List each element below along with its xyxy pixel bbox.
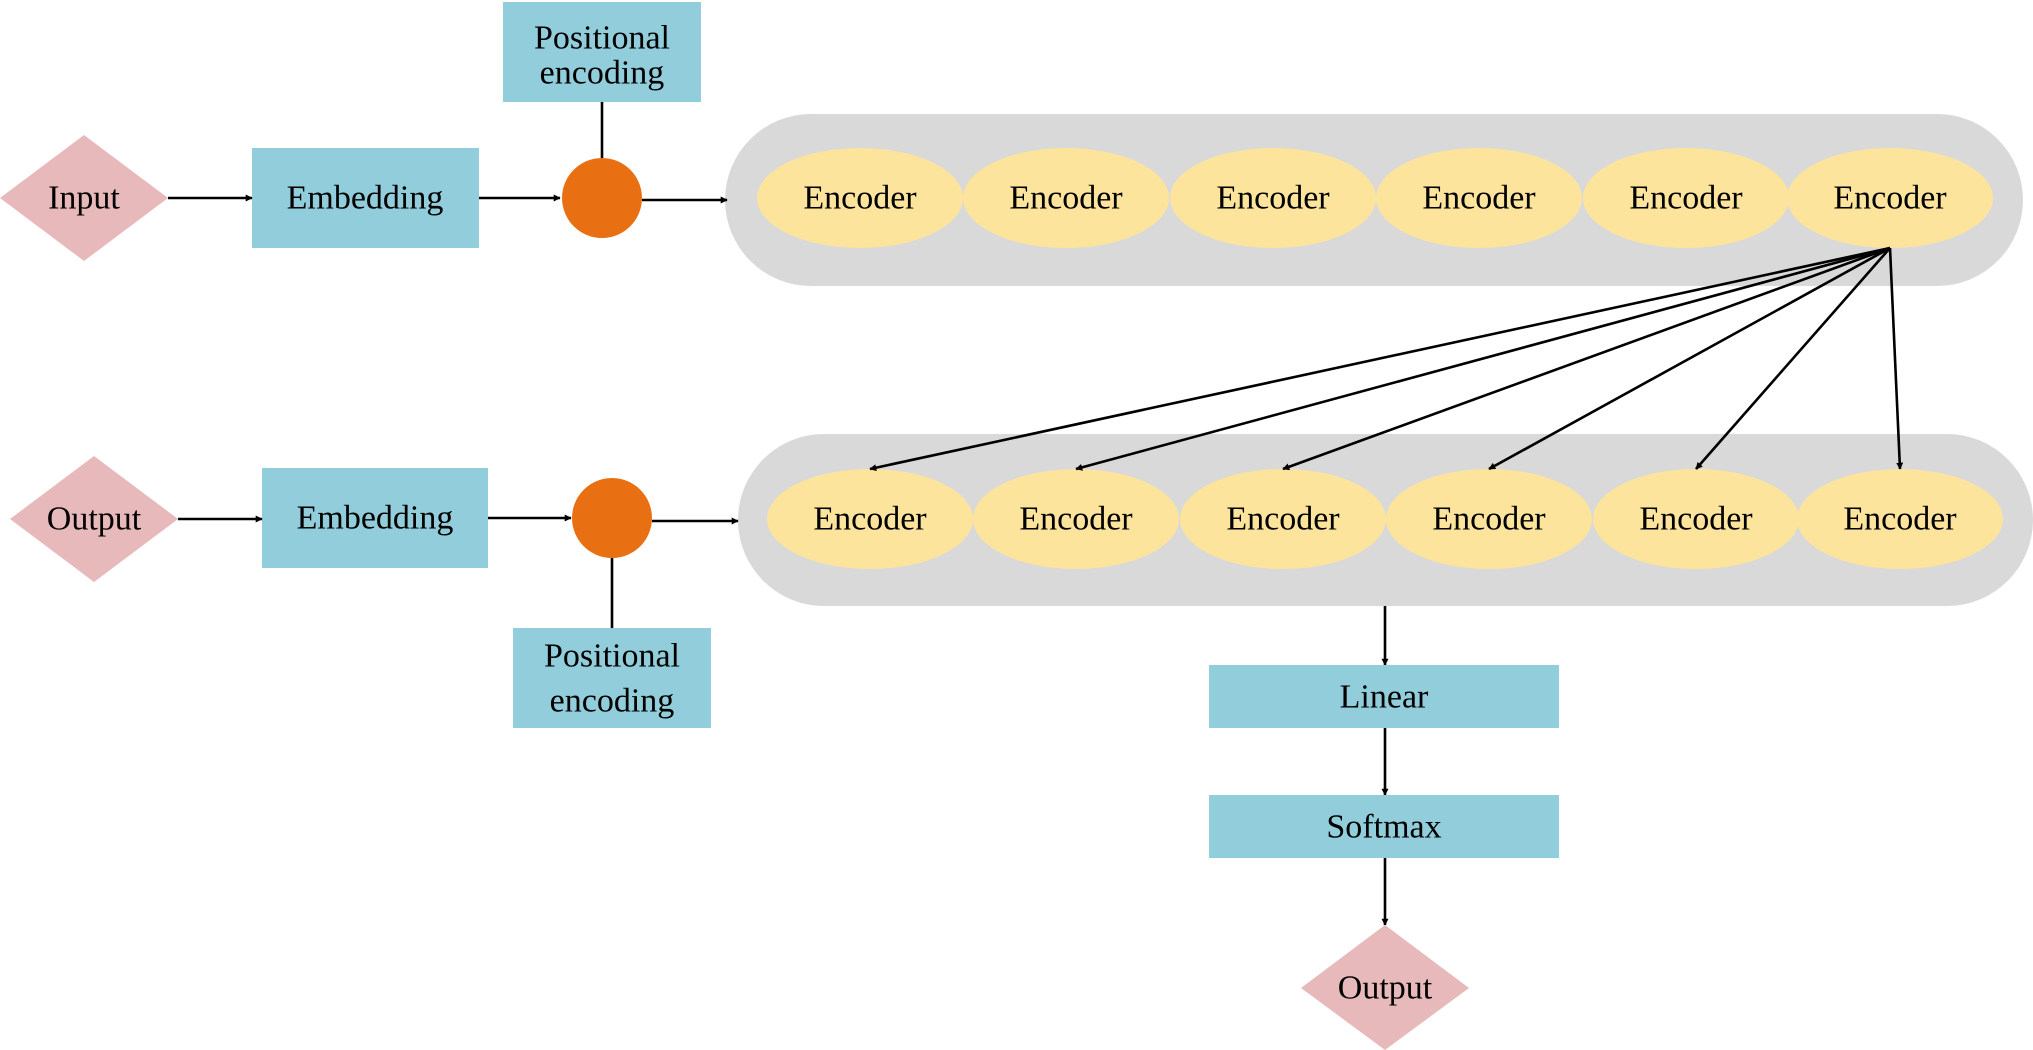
top-encoder-6: Encoder (1787, 148, 1993, 248)
output-head: Linear Softmax Output (1209, 606, 1559, 1050)
arrow-cross-to-encoder-5 (1695, 247, 1891, 470)
arrow-cross-to-encoder-6 (1888, 247, 1904, 470)
final-output-diamond: Output (1301, 925, 1469, 1050)
bottom-encoder-1: Encoder (767, 469, 973, 569)
top-sum-circle (562, 158, 642, 238)
bottom-sum-circle (572, 478, 652, 558)
top-encoder-6-label: Encoder (1833, 180, 1947, 217)
top-positional-encoding-box: Positional encoding (503, 2, 701, 102)
bottom-encoder-2: Encoder (973, 469, 1179, 569)
bottom-encoder-2-label: Encoder (1019, 501, 1133, 538)
bottom-encoder-4-label: Encoder (1432, 501, 1546, 538)
softmax-label: Softmax (1326, 809, 1441, 846)
linear-label: Linear (1340, 679, 1429, 716)
top-encoder-1: Encoder (757, 148, 963, 248)
top-encoder-5: Encoder (1583, 148, 1789, 248)
bottom-positional-encoding-line2: encoding (550, 683, 675, 720)
top-encoder-2: Encoder (963, 148, 1169, 248)
top-encoder-3-label: Encoder (1216, 180, 1330, 217)
bottom-encoder-3: Encoder (1180, 469, 1386, 569)
bottom-encoder-4: Encoder (1386, 469, 1592, 569)
top-encoder-4: Encoder (1376, 148, 1582, 248)
bottom-embedding-box: Embedding (262, 468, 488, 568)
top-input-diamond: Input (0, 135, 168, 261)
bottom-encoder-5-label: Encoder (1639, 501, 1753, 538)
bottom-encoder-5: Encoder (1593, 469, 1799, 569)
top-row: Encoder Encoder Encoder Encoder Encoder … (0, 2, 2023, 286)
bottom-embedding-label: Embedding (297, 500, 454, 537)
top-encoder-3: Encoder (1170, 148, 1376, 248)
arrow-cross-to-encoder-2 (1075, 246, 1891, 471)
top-encoder-4-label: Encoder (1422, 180, 1536, 217)
bottom-row: Encoder Encoder Encoder Encoder Encoder … (10, 434, 2033, 728)
bottom-encoder-1-label: Encoder (813, 501, 927, 538)
arrow-cross-to-encoder-3 (1282, 246, 1891, 471)
arrow-cross-to-encoder-1 (869, 246, 1891, 472)
bottom-encoder-6-label: Encoder (1843, 501, 1957, 538)
final-output-label: Output (1338, 970, 1433, 1007)
top-encoder-2-label: Encoder (1009, 180, 1123, 217)
top-encoder-1-label: Encoder (803, 180, 917, 217)
cross-connections (869, 246, 1904, 472)
bottom-encoder-3-label: Encoder (1226, 501, 1340, 538)
linear-box: Linear (1209, 665, 1559, 728)
bottom-output-diamond: Output (10, 456, 178, 582)
softmax-box: Softmax (1209, 795, 1559, 858)
top-embedding-box: Embedding (252, 148, 479, 248)
arrow-cross-to-encoder-4 (1488, 246, 1891, 471)
top-positional-encoding-line1: Positional (534, 20, 670, 57)
top-input-label: Input (48, 180, 120, 217)
bottom-positional-encoding-box: Positional encoding (513, 628, 711, 728)
top-embedding-label: Embedding (287, 180, 444, 217)
bottom-output-label: Output (47, 501, 142, 538)
bottom-positional-encoding-line1: Positional (544, 638, 680, 675)
top-positional-encoding-line2: encoding (540, 55, 665, 92)
top-encoder-5-label: Encoder (1629, 180, 1743, 217)
bottom-encoder-6: Encoder (1797, 469, 2003, 569)
